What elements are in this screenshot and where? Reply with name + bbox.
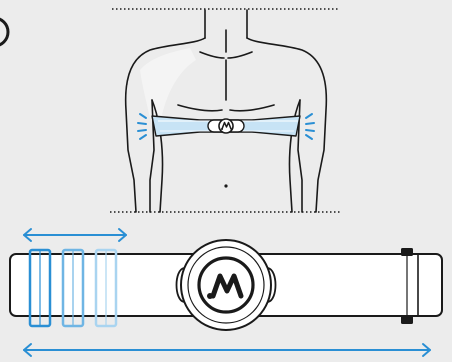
step-badge-fragment	[0, 17, 10, 47]
strap-length-arrow-icon	[23, 343, 431, 357]
torso-figure-icon	[124, 9, 328, 213]
sensor-pod-logo-icon	[175, 239, 277, 331]
strap-adjust-arrow-icon	[23, 228, 127, 242]
chest-strap-worn-icon	[151, 115, 301, 137]
strap-hook-icon	[401, 248, 413, 324]
strap-clip-icon	[28, 248, 118, 328]
fit-indicator-left-icon	[137, 113, 147, 140]
navel-dot	[224, 184, 228, 188]
fit-indicator-right-icon	[305, 113, 315, 140]
